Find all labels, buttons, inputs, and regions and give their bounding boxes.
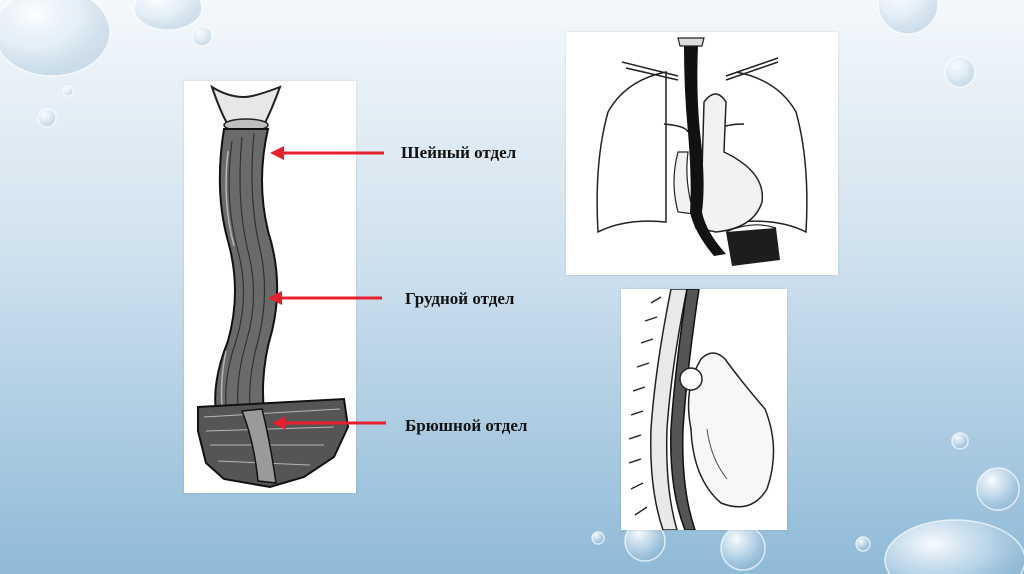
label-cervical: Шейный отдел <box>401 143 516 163</box>
thorax-illustration-panel <box>566 32 838 275</box>
sagittal-illustration-panel <box>621 289 787 530</box>
arrow-abdominal <box>272 416 386 430</box>
arrow-thoracic <box>268 291 382 305</box>
label-abdominal: Брюшной отдел <box>405 416 527 436</box>
thorax-illustration <box>566 32 838 275</box>
label-thoracic: Грудной отдел <box>405 289 514 309</box>
sagittal-illustration <box>621 289 787 530</box>
arrow-cervical <box>270 146 384 160</box>
